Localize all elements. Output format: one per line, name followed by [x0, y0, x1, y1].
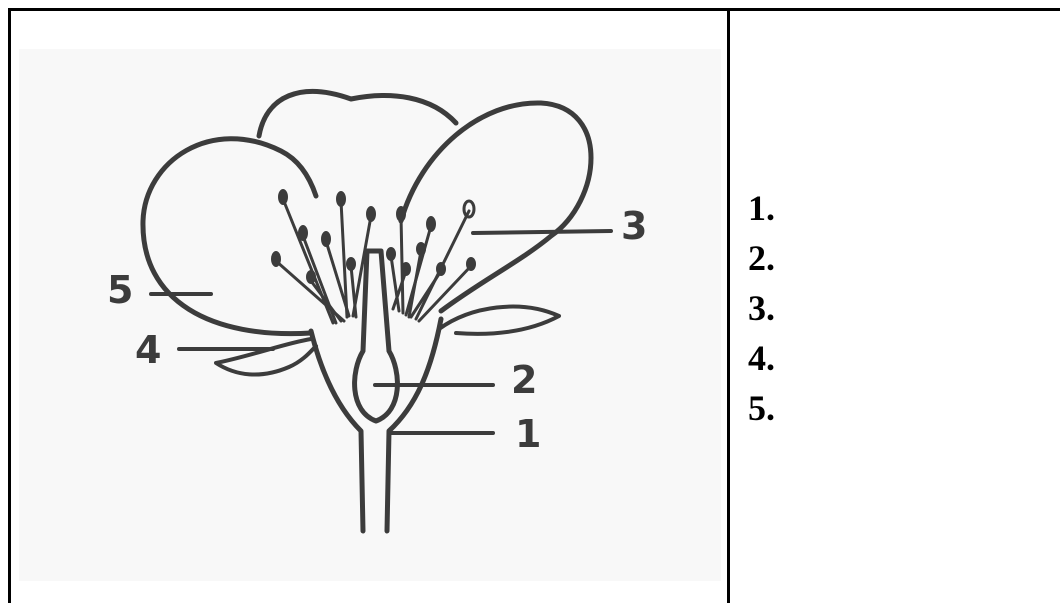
answer-item-1: 1. [748, 183, 775, 233]
petal-middle [259, 91, 456, 136]
leader-line-3 [473, 231, 611, 233]
callout-5: 5 [107, 268, 133, 312]
answer-item-5: 5. [748, 383, 775, 433]
answer-item-4: 4. [748, 333, 775, 383]
callout-2: 2 [511, 358, 537, 402]
receptacle-outline [311, 331, 363, 531]
flower-drawing-cell: 3 5 4 2 1 [11, 11, 727, 603]
callout-1: 1 [515, 412, 541, 456]
sepal-right [439, 307, 559, 334]
petal-right [401, 103, 591, 311]
answer-list: 1. 2. 3. 4. 5. [748, 183, 775, 433]
callout-4: 4 [135, 328, 161, 372]
sepal-left [216, 339, 316, 375]
callout-3: 3 [621, 204, 647, 248]
answer-item-2: 2. [748, 233, 775, 283]
answer-item-3: 3. [748, 283, 775, 333]
receptacle-outline-right [387, 319, 441, 531]
petal-left [143, 139, 316, 334]
answer-cell: 1. 2. 3. 4. 5. [730, 11, 1060, 603]
flower-diagram: 3 5 4 2 1 [11, 11, 727, 603]
